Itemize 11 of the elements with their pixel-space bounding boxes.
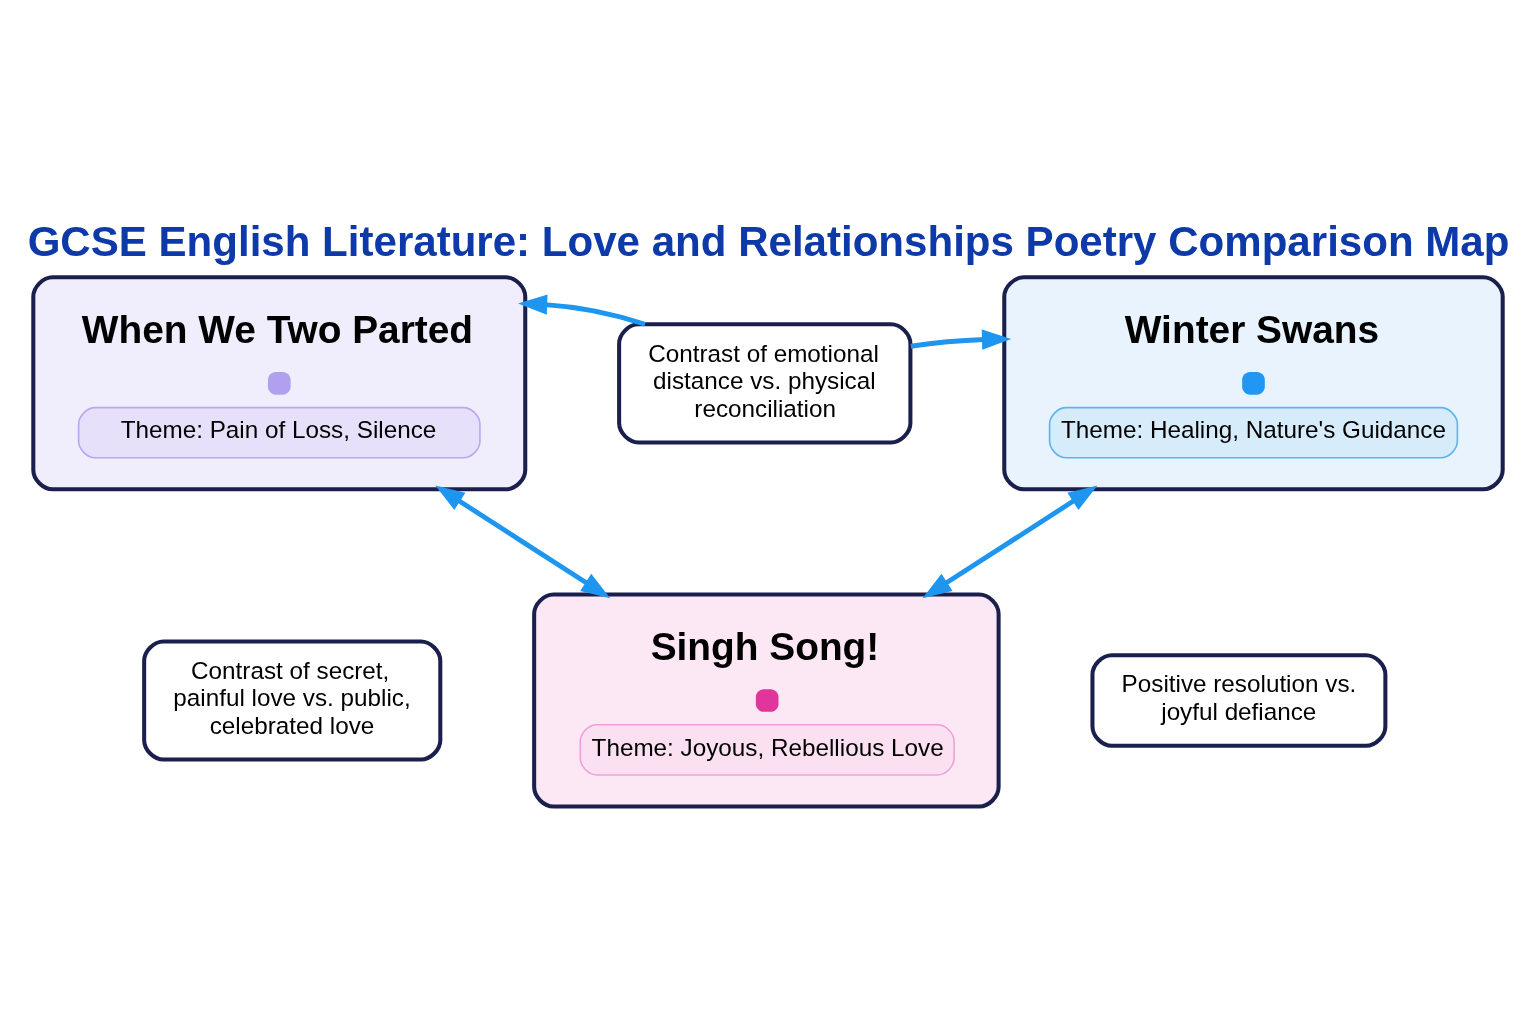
node-box: Winter Swans Theme: Healing, Nature's Guidance [1002, 275, 1505, 492]
node-box: Positive resolution vs. joyful defiance [1090, 653, 1388, 748]
diagram-title: GCSE English Literature: Love and Relationships Poetry Comparison Map [27, 217, 1510, 265]
node-box: Contrast of emotional distance vs. physical reconciliation [617, 322, 913, 445]
arrow [518, 294, 646, 327]
arrow [922, 485, 1098, 599]
arrow [435, 485, 611, 599]
node-box: Singh Song! Theme: Joyous, Rebellious Love [532, 592, 1001, 809]
node-box: Contrast of secret, painful love vs. public, celebrated love [142, 639, 443, 762]
node-box: When We Two Parted Theme: Pain of Loss, Silence [31, 275, 528, 492]
arrow [910, 329, 1012, 350]
